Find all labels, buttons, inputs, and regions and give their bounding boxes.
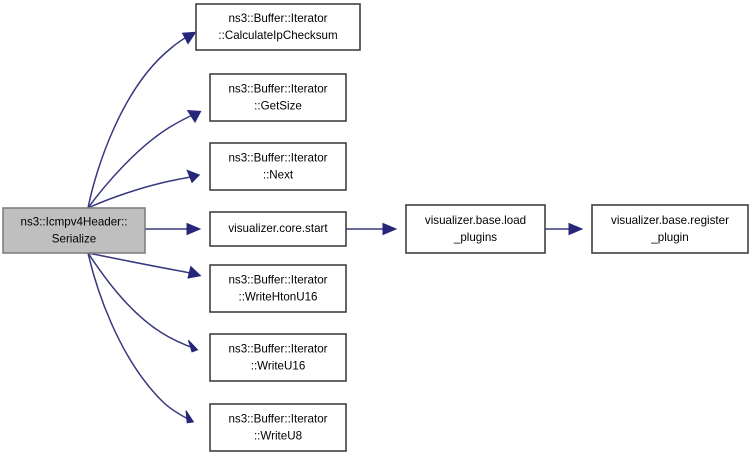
edge-root-to-corestart [145,222,202,236]
node-label-line-1: ns3::Buffer::Iterator [228,413,327,426]
node-label-line-2: _plugin [650,231,688,244]
node-visualizer-base-register-plugin[interactable]: visualizer.base.register _plugin [591,204,749,254]
node-box[interactable] [209,211,347,247]
edge-root-to-writeu16 [87,252,199,353]
node-box[interactable] [591,204,749,254]
edge-loadplugins-to-registerplugin [545,222,584,236]
arrowhead-icon [186,222,202,236]
node-box[interactable] [2,207,146,254]
node-buffer-iterator-calculateipchecksum[interactable]: ns3::Buffer::Iterator::CalculateIpChecks… [195,3,361,51]
node-buffer-iterator-writeu8[interactable]: ns3::Buffer::Iterator::WriteU8 [209,403,347,452]
edge-line [87,252,200,276]
node-label-line-1: ns3::Icmpv4Header:: [21,216,128,229]
node-label-line-2: ::WriteU8 [254,430,302,443]
edge-root-to-next [87,169,201,209]
edge-root-to-writehtonu16 [87,252,202,279]
edge-root-to-getsize [87,110,202,209]
edge-line [87,252,193,422]
edge-root-to-writeu8 [87,252,195,424]
node-label-line-1: ns3::Buffer::Iterator [228,343,327,356]
arrowhead-icon [187,265,202,279]
edge-line [87,111,200,209]
arrowhead-icon [187,339,199,353]
node-visualizer-base-load-plugins[interactable]: visualizer.base.load _plugins [405,204,546,254]
node-box[interactable] [209,73,347,122]
node-visualizer-core-start[interactable]: visualizer.core.start [209,211,347,247]
edge-line [87,32,195,209]
arrowhead-icon [185,410,195,424]
node-label-line-1: ns3::Buffer::Iterator [228,83,327,96]
node-buffer-iterator-writeu16[interactable]: ns3::Buffer::Iterator::WriteU16 [209,333,347,382]
edge-root-to-calculateipchecksum [87,31,197,209]
node-box[interactable] [405,204,546,254]
edges-layer [87,31,584,424]
node-label-line-1: ns3::Buffer::Iterator [228,274,327,287]
node-label-line-1: visualizer.core.start [228,222,328,235]
node-icmpv4header-serialize[interactable]: ns3::Icmpv4Header::Serialize [2,207,146,254]
edge-line [87,252,197,350]
arrowhead-icon [568,222,584,236]
node-label-line-1: visualizer.base.register [611,214,729,227]
node-box[interactable] [195,3,361,51]
node-label-line-2: _plugins [453,231,497,244]
node-label-line-1: visualizer.base.load [425,214,526,227]
arrowhead-icon [186,169,201,184]
node-label-line-2: ::WriteU16 [251,360,306,373]
node-label-line-2: ::CalculateIpChecksum [218,29,337,42]
edge-corestart-to-loadplugins [346,222,398,236]
node-label-line-1: ns3::Buffer::Iterator [228,12,327,25]
node-buffer-iterator-next[interactable]: ns3::Buffer::Iterator::Next [209,142,347,191]
node-buffer-iterator-writehtonu16[interactable]: ns3::Buffer::Iterator::WriteHtonU16 [209,264,347,313]
arrowhead-icon [181,31,197,45]
node-box[interactable] [209,142,347,191]
node-label-line-2: ::Next [263,169,294,182]
edge-line [87,175,199,209]
arrowhead-icon [382,222,398,236]
node-box[interactable] [209,264,347,313]
node-label-line-2: ::WriteHtonU16 [238,291,317,304]
node-box[interactable] [209,403,347,452]
node-label-line-1: ns3::Buffer::Iterator [228,152,327,165]
node-label-line-2: Serialize [52,233,96,246]
node-buffer-iterator-getsize[interactable]: ns3::Buffer::Iterator::GetSize [209,73,347,122]
nodes-layer: ns3::Icmpv4Header::Serializens3::Buffer:… [2,3,749,452]
node-box[interactable] [209,333,347,382]
arrowhead-icon [186,110,202,124]
node-label-line-2: ::GetSize [254,100,302,113]
